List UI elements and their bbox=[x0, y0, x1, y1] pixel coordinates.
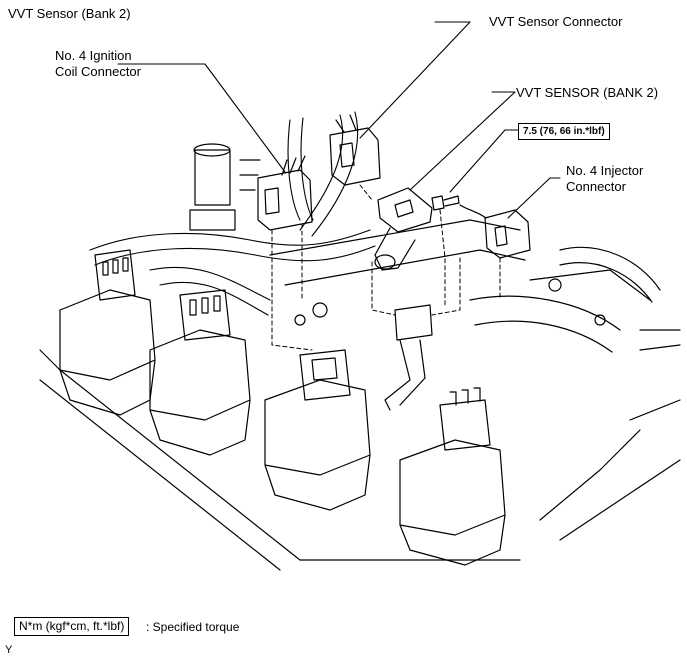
cylinder-head-outline bbox=[39, 349, 681, 571]
injector-connector-part bbox=[459, 204, 531, 259]
ignition-coil-1 bbox=[59, 249, 156, 416]
vvt-sensor-connector-label: VVT Sensor Connector bbox=[489, 14, 623, 29]
ignition-coil-connector-label-line1: No. 4 Ignition bbox=[55, 48, 132, 63]
page-title: VVT Sensor (Bank 2) bbox=[8, 6, 131, 21]
bracket-left bbox=[189, 143, 261, 231]
injector-connector-label-line1: No. 4 Injector bbox=[566, 163, 644, 178]
sensor-bolt bbox=[431, 195, 460, 211]
intake-pipe bbox=[269, 219, 621, 353]
ignition-coil-2 bbox=[149, 289, 251, 456]
vvt-sensor-connector-part bbox=[329, 114, 381, 186]
injector-body bbox=[294, 302, 433, 411]
figure-code: Y bbox=[5, 644, 13, 656]
ignition-coil-4 bbox=[399, 387, 506, 566]
assembly-dashed-lines bbox=[271, 184, 501, 351]
vvt-sensor-label: VVT SENSOR (BANK 2) bbox=[516, 85, 659, 100]
injector-connector-label-line2: Connector bbox=[566, 179, 626, 194]
torque-legend-description: : Specified torque bbox=[146, 620, 240, 634]
ignition-coil-connector bbox=[257, 155, 313, 231]
vvt-sensor-part bbox=[374, 187, 433, 271]
ignition-coil-3 bbox=[264, 349, 371, 511]
torque-spec-box: 7.5 (76, 66 in.*lbf) bbox=[518, 123, 610, 140]
wire-harness bbox=[89, 111, 376, 316]
ignition-coil-connector-label-line2: Coil Connector bbox=[55, 64, 141, 79]
right-hoses bbox=[529, 246, 681, 351]
leader-lines bbox=[117, 21, 561, 219]
torque-legend-box: N*m (kgf*cm, ft.*lbf) bbox=[14, 617, 130, 636]
